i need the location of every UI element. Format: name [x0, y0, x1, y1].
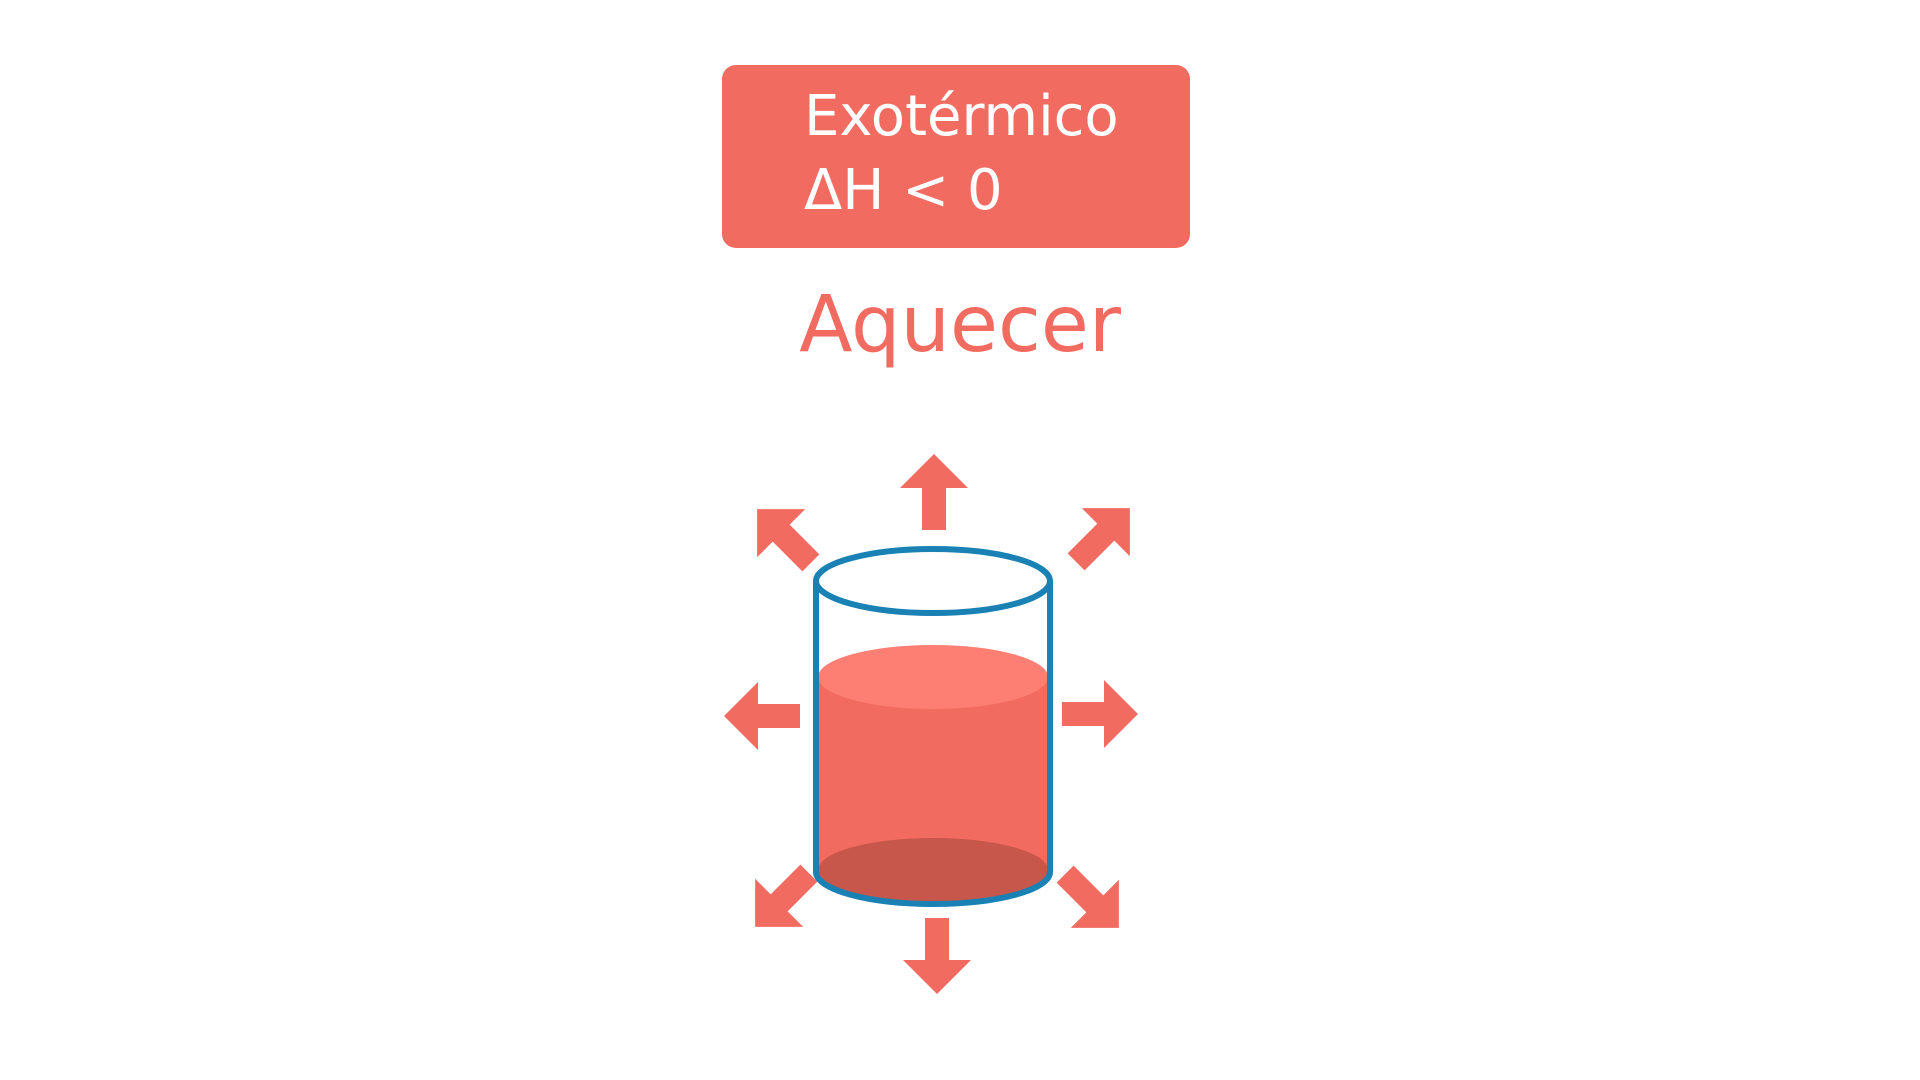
beaker-rim	[813, 546, 1053, 616]
beaker-wall	[813, 581, 1053, 907]
arrow-up-right-icon	[1052, 484, 1154, 586]
process-type-label-box: Exotérmico ΔH < 0	[722, 65, 1190, 248]
arrow-left-icon	[724, 682, 800, 750]
arrow-down-right-icon	[1041, 850, 1143, 952]
liquid-surface	[818, 645, 1048, 709]
liquid-bottom	[818, 838, 1048, 902]
arrow-right-icon	[1062, 680, 1138, 748]
action-label: Aquecer	[799, 280, 1121, 370]
enthalpy-change-text: ΔH < 0	[804, 158, 1003, 223]
beaker-icon	[813, 546, 1053, 907]
process-type-text: Exotérmico	[804, 84, 1119, 149]
arrow-down-icon	[903, 918, 971, 994]
arrow-up-icon	[900, 454, 968, 530]
liquid-body	[818, 677, 1048, 870]
